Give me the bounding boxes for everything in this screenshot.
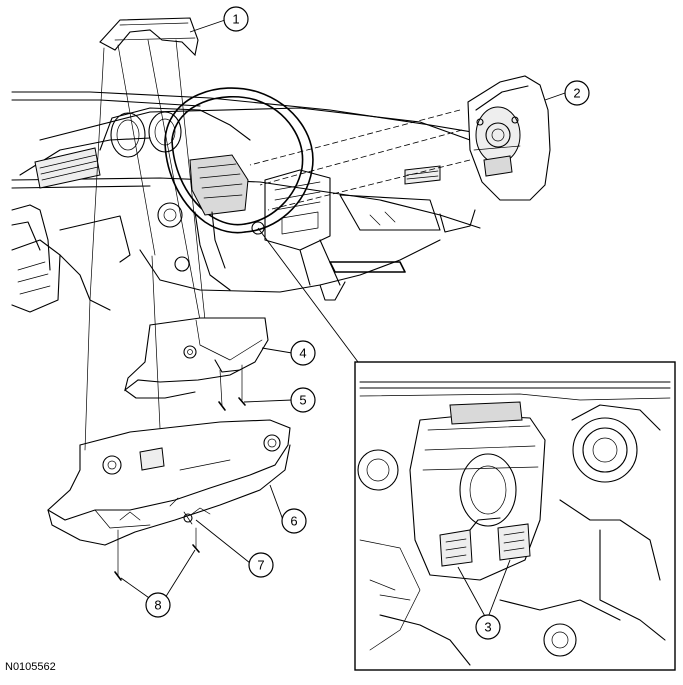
callout-3-label: 3 [484,620,491,635]
screws-part-5 [218,364,246,411]
callout-1-label: 1 [232,12,239,27]
callout-3: 3 [475,614,501,640]
callout-5: 5 [290,387,316,413]
callout-6: 6 [281,508,307,534]
callout-7: 7 [248,552,274,578]
detail-inset [251,221,676,671]
callout-5-label: 5 [299,393,306,408]
callout-1: 1 [223,6,249,32]
callout-4: 4 [290,340,316,366]
clips-part-7 [183,511,193,525]
callout-4-label: 4 [299,346,306,361]
steering-wheel [157,87,314,291]
airbag-module-part-2 [249,75,551,211]
callout-6-label: 6 [290,514,297,529]
callout-8: 8 [145,592,171,618]
callout-leaders [120,19,566,621]
callout-7-label: 7 [257,558,264,573]
callout-2: 2 [564,80,590,106]
screws-part-8 [114,527,200,581]
upper-shroud-part-1 [89,17,206,321]
lower-shroud-part-4 [124,317,269,399]
callout-2-label: 2 [573,86,580,101]
figure-id: N0105562 [5,661,56,673]
callout-8-label: 8 [154,598,161,613]
instrument-panel [11,91,521,313]
instrument-cluster [99,107,251,158]
lower-trim-panel-part-6 [47,255,291,546]
